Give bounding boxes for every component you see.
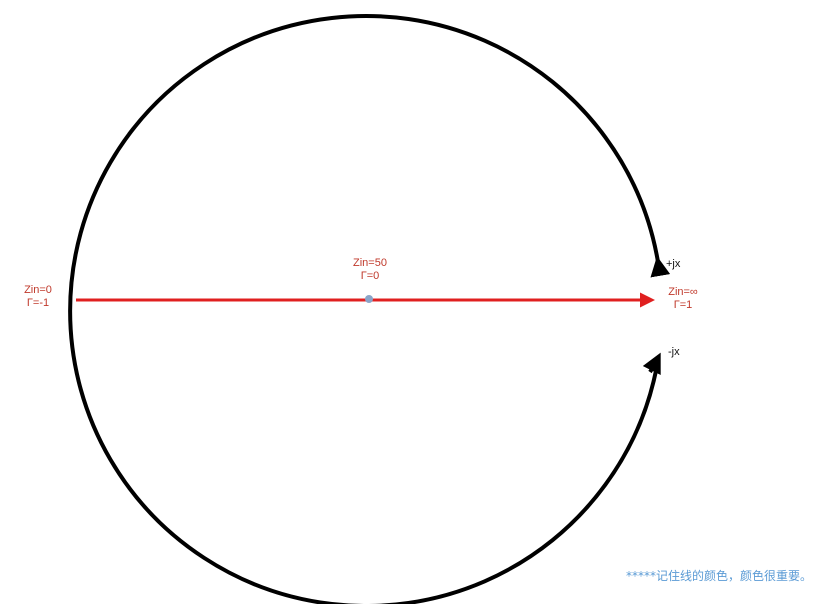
circle-lower-arrow xyxy=(642,352,661,375)
right-gamma-text: Γ=1 xyxy=(673,299,693,311)
center-point-label: Zin=50 Γ=0 xyxy=(340,257,400,283)
left-zin-text: Zin=0 xyxy=(24,284,52,296)
right-zin-text: Zin=∞ xyxy=(668,286,698,298)
color-note: *****记住线的颜色，颜色很重要。 xyxy=(625,569,812,583)
positive-reactance-label: +jx xyxy=(666,258,681,270)
center-gamma-text: Γ=0 xyxy=(360,270,380,282)
right-point-label: Zin=∞ Γ=1 xyxy=(660,286,706,312)
center-point xyxy=(365,295,373,303)
left-point-label: Zin=0 Γ=-1 xyxy=(18,284,58,310)
center-zin-text: Zin=50 xyxy=(353,257,387,269)
left-gamma-text: Γ=-1 xyxy=(26,297,50,309)
negative-reactance-label: -jx xyxy=(668,346,680,358)
circle-upper-arc xyxy=(68,14,671,604)
